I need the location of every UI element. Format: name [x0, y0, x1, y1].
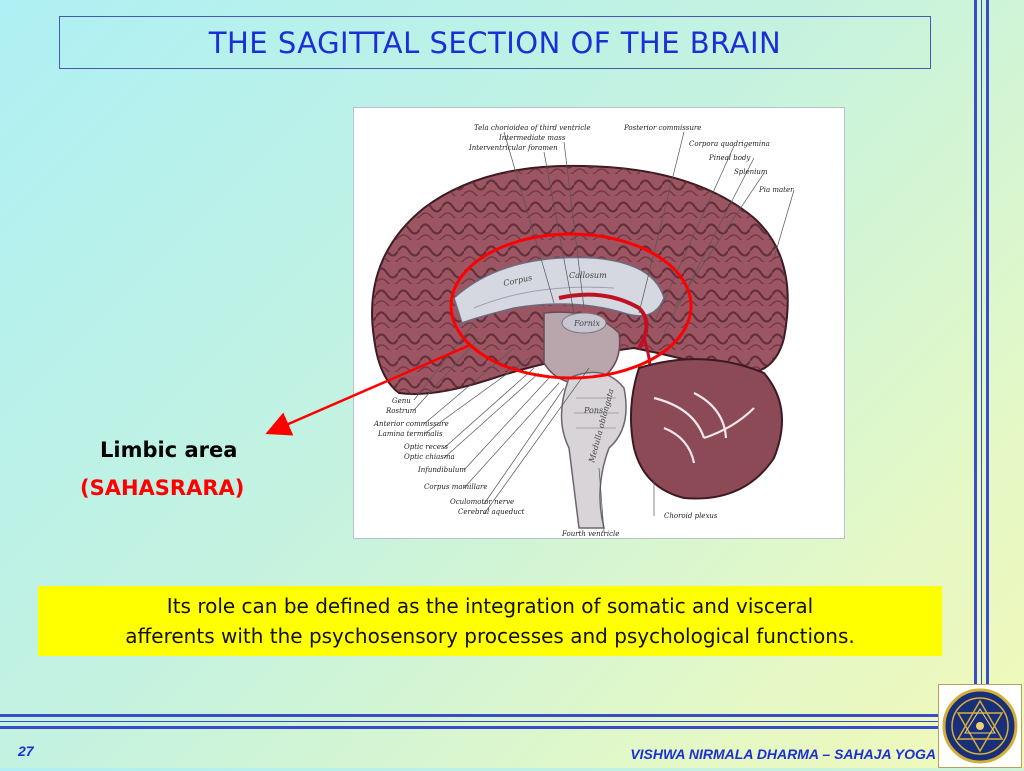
label-corpora-quadrigemina: Corpora quadrigemina — [689, 140, 770, 148]
right-border-line-2 — [981, 0, 982, 728]
label-pia-mater: Pia mater — [758, 186, 794, 194]
bottom-border-line-1 — [0, 714, 938, 717]
brain-sagittal-figure: Tela chorioidea of third ventricle Inter… — [353, 107, 845, 539]
right-border-line-3 — [986, 0, 989, 728]
label-lamina-terminalis: Lamina terminalis — [377, 430, 443, 438]
label-tela-chorioidea: Tela chorioidea of third ventricle — [474, 124, 591, 132]
label-interventricular-foramen: Interventricular foramen — [468, 144, 558, 152]
label-splenium: Splenium — [734, 168, 768, 176]
sahasrara-label: (SAHASRARA) — [80, 476, 245, 500]
label-choroid-plexus: Choroid plexus — [664, 512, 718, 520]
label-corpus-mamillare: Corpus mamillare — [424, 483, 488, 491]
label-pons: Pons — [583, 406, 603, 415]
label-rostrum: Rostrum — [385, 407, 417, 415]
slide-title: THE SAGITTAL SECTION OF THE BRAIN — [59, 16, 931, 69]
limbic-highlight-circle — [449, 232, 693, 380]
footer-text: VISHWA NIRMALA DHARMA – SAHAJA YOGA — [630, 746, 936, 762]
label-optic-recess: Optic recess — [404, 443, 449, 451]
bottom-border-line-3 — [0, 726, 938, 729]
page-number: 27 — [18, 743, 34, 759]
label-fornix: Fornix — [573, 319, 600, 328]
label-anterior-commissure: Anterior commissure — [373, 420, 449, 428]
label-fourth-ventricle: Fourth ventricle — [561, 530, 619, 538]
right-border-line-1 — [974, 0, 977, 728]
bottom-border-line-2 — [0, 721, 938, 722]
description-line-1: Its role can be defined as the integrati… — [166, 594, 814, 618]
label-pineal-body: Pineal body — [708, 154, 751, 162]
label-infundibulum: Infundibulum — [417, 466, 466, 474]
sahaja-yoga-logo-icon — [938, 684, 1022, 768]
label-genu: Genu — [392, 397, 411, 405]
label-intermediate-mass: Intermediate mass — [498, 134, 566, 142]
label-oculomotor-nerve: Oculomotor nerve — [450, 498, 514, 506]
description-line-2: afferents with the psychosensory process… — [125, 624, 855, 648]
label-callosum: Callosum — [569, 271, 607, 280]
description-box: Its role can be defined as the integrati… — [38, 586, 942, 656]
label-posterior-commissure: Posterior commissure — [623, 124, 701, 132]
label-optic-chiasma: Optic chiasma — [404, 453, 455, 461]
limbic-area-label: Limbic area — [100, 438, 238, 462]
label-cerebral-aqueduct: Cerebral aqueduct — [458, 508, 525, 516]
